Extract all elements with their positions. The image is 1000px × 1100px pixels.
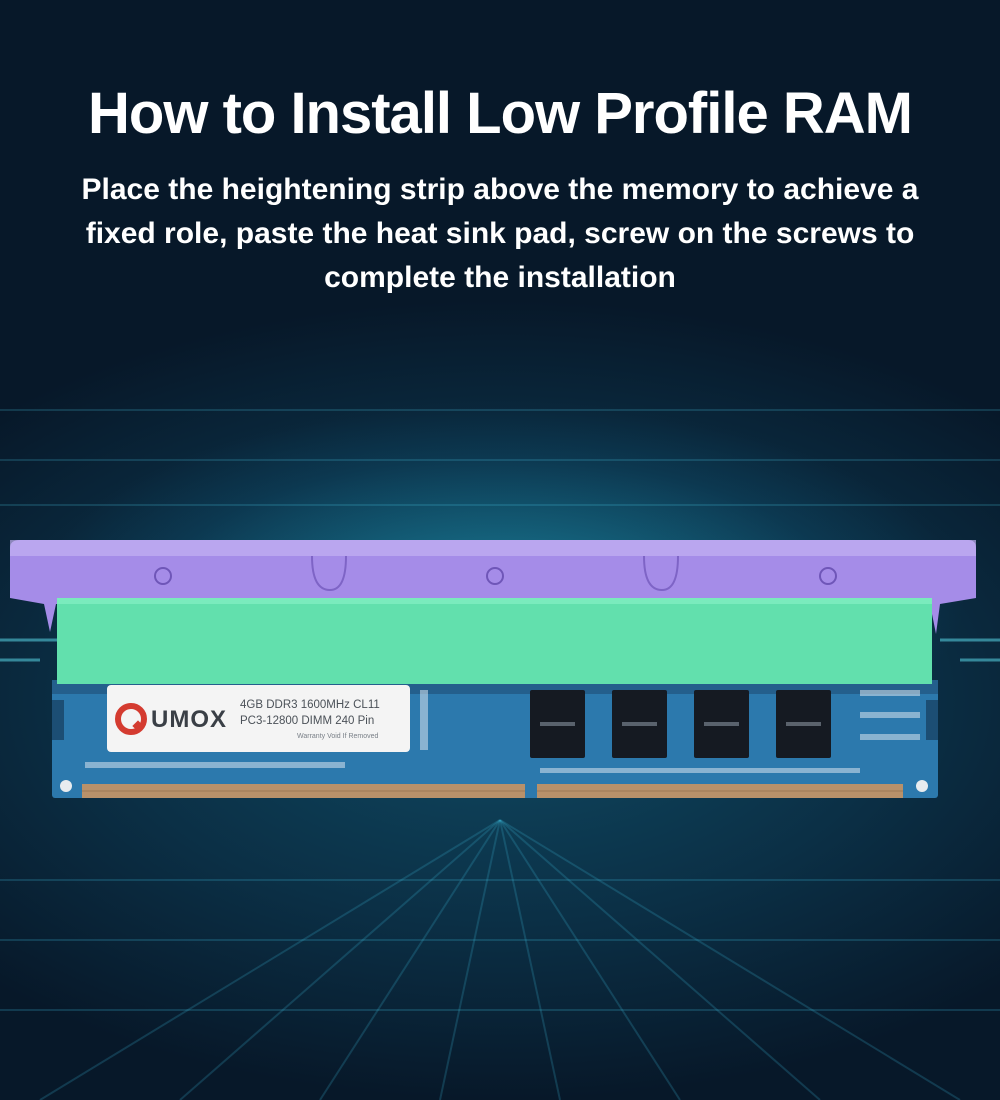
ram-spec-module: PC3-12800 DIMM 240 Pin — [240, 715, 375, 727]
bracket-screw-holes — [154, 567, 837, 585]
page-subtitle: Place the heightening strip above the me… — [81, 173, 919, 294]
pcb-hole-right — [916, 780, 928, 792]
brand-logo-group: UMOX — [115, 703, 240, 737]
ram-label-sticker: UMOX 4GB DDR3 1600MHz CL11 PC3-12800 DIM… — [107, 685, 410, 752]
brand-logo-icon — [115, 703, 147, 735]
pcb-hole-left — [60, 780, 72, 792]
ram-spec-capacity: 4GB DDR3 1600MHz CL11 — [240, 699, 380, 711]
ram-warranty-note: Warranty Void If Removed — [297, 733, 379, 740]
thermal-pad — [57, 598, 932, 684]
page-title: How to Install Low Profile RAM — [88, 81, 913, 146]
heightening-bracket — [10, 540, 976, 634]
brand-name: UMOX — [151, 706, 227, 733]
